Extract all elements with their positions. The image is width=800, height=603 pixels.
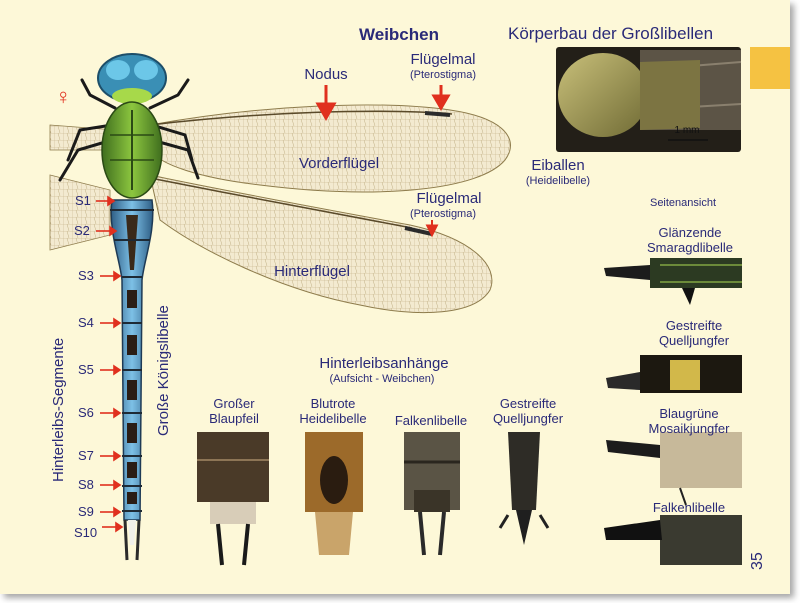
female-symbol: ♀ [55, 84, 72, 109]
segment-label: S7 [78, 448, 94, 463]
page-title: Körperbau der Großlibellen [508, 24, 714, 43]
appendages-subtitle: (Aufsicht - Weibchen) [329, 373, 435, 385]
page-number: 35 [749, 552, 766, 570]
appendages-title: Hinterleibsanhänge [319, 355, 449, 372]
egg-photo [556, 47, 742, 152]
hindwing-label: Hinterflügel [274, 263, 350, 280]
segment-label: S8 [78, 477, 94, 492]
pterostigma-hind-sublabel: (Pterostigma) [409, 208, 477, 220]
page-tab [750, 47, 790, 89]
side-view-label: Falkenlibelle [652, 500, 726, 515]
side-view-photos [604, 258, 742, 565]
side-view-title: Seitenansicht [649, 197, 717, 209]
segment-label: S3 [78, 268, 94, 283]
appendage-photos [197, 432, 550, 566]
pterostigma-fore-sublabel: (Pterostigma) [409, 69, 477, 81]
pterostigma-fore-label: Flügelmal [410, 51, 476, 68]
segment-label: S2 [74, 223, 90, 238]
segment-label: S1 [75, 193, 91, 208]
segment-label: S5 [78, 362, 94, 377]
segment-label: S6 [78, 405, 94, 420]
book-page: ♀ Weibchen Körperbau der Großlibellen No… [0, 0, 790, 594]
segment-label: S9 [78, 504, 94, 519]
abdomen-segments-label: Hinterleibs-Segmente [50, 337, 67, 482]
segment-label: S4 [78, 315, 94, 330]
dragonfly-abdomen [110, 199, 154, 561]
species-label: Große Königslibelle [155, 305, 172, 436]
appendage-label: Falkenlibelle [394, 413, 468, 428]
nodus-label: Nodus [304, 66, 348, 83]
legs [58, 78, 200, 182]
illustration-layer [49, 47, 790, 566]
pterostigma-hind-label: Flügelmal [416, 190, 482, 207]
segment-arrows [96, 195, 124, 533]
segment-label: S10 [74, 525, 98, 540]
egg-label: Eiballen [531, 157, 585, 174]
egg-sublabel: (Heidelibelle) [525, 175, 591, 187]
female-label: Weibchen [359, 25, 439, 44]
egg-scale-label: 1 mm [674, 125, 700, 136]
forewing-label: Vorderflügel [298, 155, 380, 172]
